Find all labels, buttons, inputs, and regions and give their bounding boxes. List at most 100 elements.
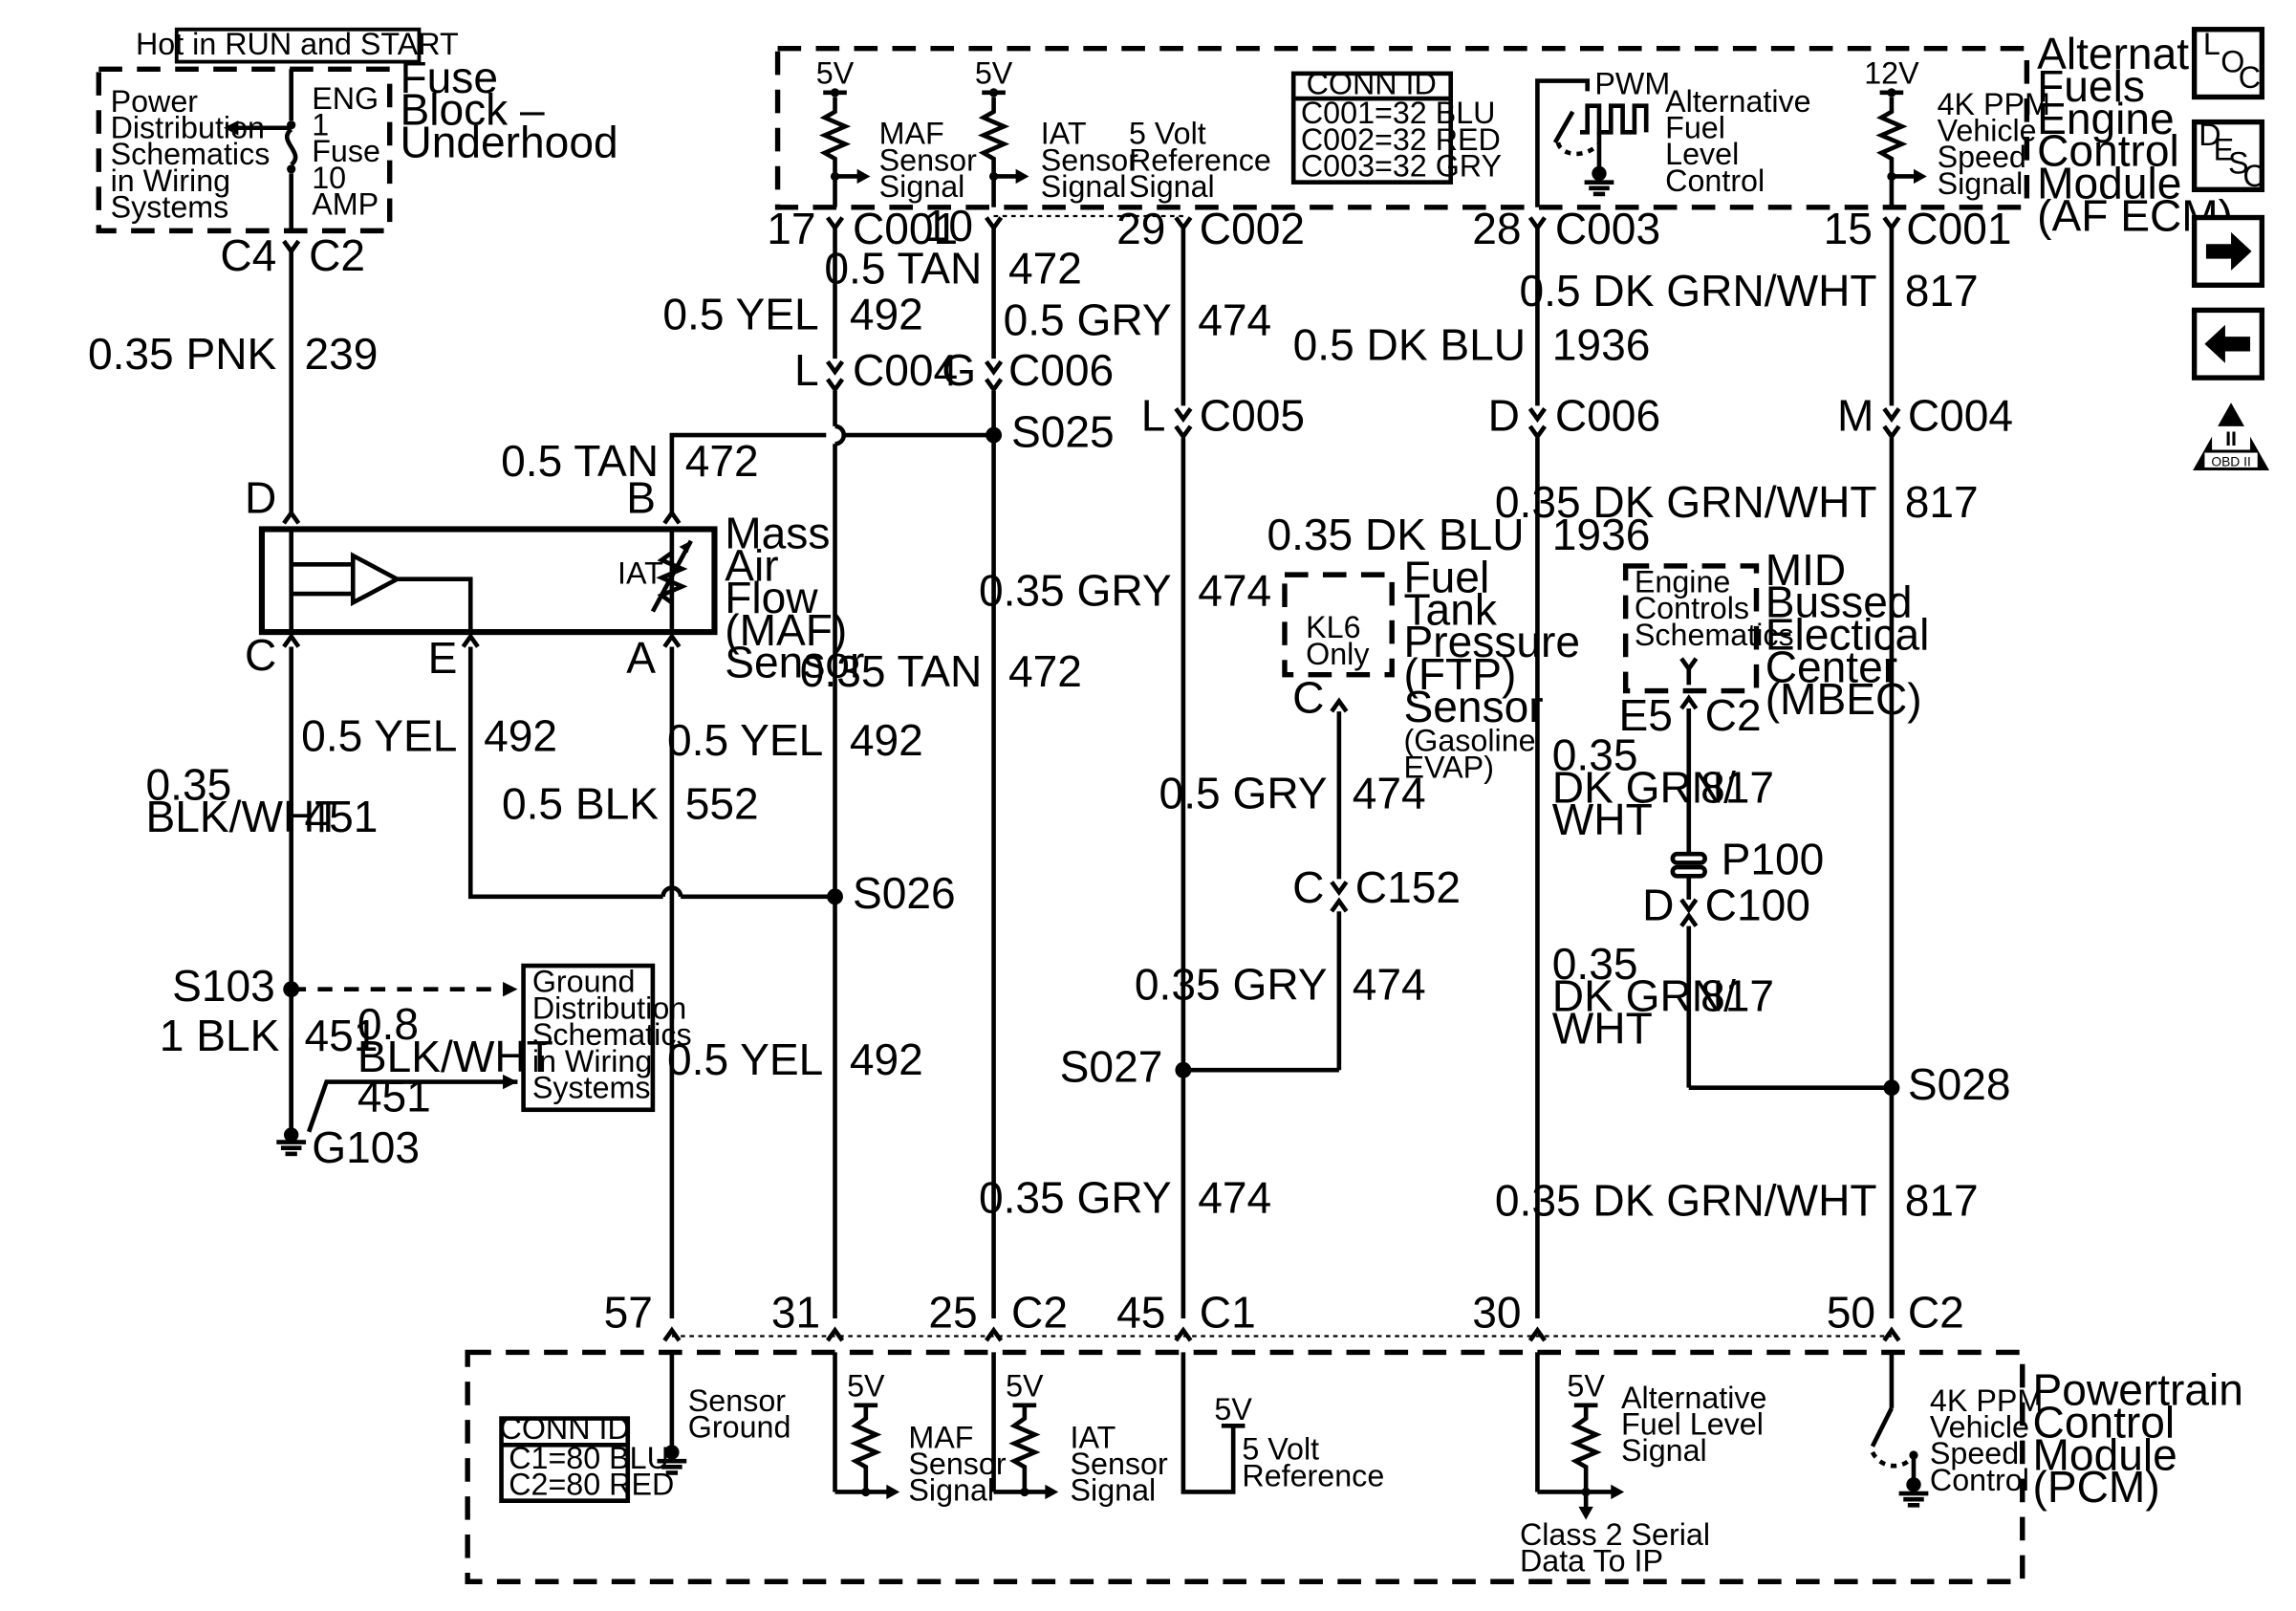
svg-text:C1=80 BLU: C1=80 BLU: [509, 1441, 669, 1475]
wire-yel-e-name: 0.5 YEL: [301, 711, 457, 761]
desc-icon: D: [2199, 118, 2220, 152]
af-ecm-module: Alternative Fuels Engine Control Module …: [767, 29, 2245, 253]
splice-dots: [283, 426, 1900, 1143]
svg-text:C006: C006: [1555, 390, 1660, 440]
wire-dkblu-mid-circuit: 1936: [1552, 510, 1651, 559]
pcm-conn-c2-b: C2: [1908, 1287, 1964, 1337]
svg-text:C004: C004: [1908, 390, 2013, 440]
ftp-sensor: KL6 Only C Fuel Tank Pressure (FTP) Sens…: [1282, 553, 1592, 784]
svg-text:M: M: [1837, 390, 1874, 440]
wire-yel-e-circuit: 492: [484, 711, 557, 761]
svg-text:G: G: [942, 345, 976, 395]
svg-text:C001=32 BLU: C001=32 BLU: [1301, 96, 1496, 130]
wire-yel-low-name: 0.5 YEL: [667, 1034, 823, 1084]
svg-text:A: A: [626, 633, 656, 683]
desc-button[interactable]: D E S C: [2191, 118, 2265, 193]
svg-text:5 Volt Reference: 5 Volt Reference: [1242, 1432, 1384, 1493]
power-distribution-ref: Power Distribution Schematics in Wiring …: [111, 84, 279, 225]
loc-button[interactable]: L O C: [2191, 27, 2265, 100]
splice-s027-dot: [1175, 1061, 1192, 1078]
pcm-pin-57: 57: [604, 1287, 653, 1337]
wire-blkwht-circuit: 451: [305, 792, 379, 841]
wire-blk1-name: 1 BLK: [160, 1011, 280, 1060]
mbec: Engine Controls Schematics MID Bussed El…: [1622, 545, 1929, 724]
wire-dkgrn-bot-name: 0.35 DK GRN/WHT: [1495, 1175, 1877, 1225]
ecm-pin-15: 15: [1824, 204, 1873, 253]
splice-s028-label: S028: [1908, 1059, 2011, 1109]
wire-yel-mid-name: 0.5 YEL: [667, 715, 823, 765]
pcm-5v-reference: 5V 5 Volt Reference: [1180, 1352, 1384, 1494]
svg-text:IAT Sensor Sig: IAT Sensor Signal: [1071, 1420, 1177, 1507]
pcm-pin-31: 31: [771, 1287, 820, 1337]
obd-ii-button[interactable]: II OBD II: [2193, 403, 2270, 470]
svg-text:E: E: [2214, 133, 2235, 167]
wire-gry-low-circuit: 474: [1353, 959, 1426, 1009]
wire-dkgrn-mid-name: 0.35 DK GRN/WHT: [1495, 477, 1877, 527]
svg-text:IAT: IAT: [617, 555, 663, 590]
ecm-maf-pullup: 5V MAF Sensor Signal: [816, 56, 977, 207]
splice-s028-dot: [1883, 1079, 1900, 1097]
pcm-module: Powertrain Control Module (PCM) 57 31 25…: [465, 1287, 2256, 1584]
splice-s027-label: S027: [1060, 1042, 1163, 1092]
ecm-conn-c001-a: C001: [853, 204, 958, 253]
svg-text:Class 2 Serial Data To: Class 2 Serial Data To IP: [1520, 1517, 1719, 1578]
svg-text:D: D: [1488, 390, 1520, 440]
wire-dkblu-top-circuit: 1936: [1552, 320, 1651, 370]
maf-sensor: D B C E A IAT Mass Air Flow (MAF) Sensor: [245, 473, 864, 687]
fuse-block-title: Fuse Block – Underhood: [400, 53, 617, 167]
svg-text:C004: C004: [853, 345, 958, 395]
pcm-pin-45: 45: [1116, 1287, 1165, 1337]
svg-text:D: D: [245, 473, 276, 523]
svg-text:P100: P100: [1722, 835, 1825, 884]
ecm-iat-signal-label: IAT Sensor Signal: [1041, 117, 1147, 204]
svg-text:C003=32 GRY: C003=32 GRY: [1301, 148, 1502, 183]
wire-gry-bot-circuit: 474: [1198, 1172, 1271, 1222]
svg-text:OBD II: OBD II: [2211, 453, 2251, 468]
wire-blk-circuit: 552: [685, 778, 759, 828]
next-page-button[interactable]: [2191, 214, 2265, 288]
ftp-sensor-title: Fuel Tank Pressure (FTP) Sensor: [1404, 553, 1592, 731]
wire-gry-mid-name: 0.35 GRY: [979, 565, 1172, 615]
svg-text:5V: 5V: [816, 56, 855, 91]
splice-s026-label: S026: [853, 868, 956, 918]
svg-text:12V: 12V: [1864, 56, 1919, 91]
wire-labels: 0.35 PNK 239 0.5 TAN 472 0.5 YEL 492 0.5…: [88, 244, 1979, 1226]
prev-page-button[interactable]: [2191, 307, 2265, 381]
splice-s103-dot: [283, 981, 300, 998]
svg-text:C: C: [245, 630, 276, 680]
wire-blkwht-name: 0.35 BLK/WHT: [145, 759, 341, 841]
svg-text:C: C: [1292, 673, 1324, 723]
wire-tan-top-name: 0.5 TAN: [824, 244, 982, 294]
wire-gry-mid-circuit: 474: [1198, 565, 1271, 615]
connector-labels: L C004 G C006 L C005 D C006 M C004 C C15…: [794, 345, 2013, 930]
loc-icon: L: [2203, 27, 2220, 61]
pcm-maf-pullup: 5V MAF Sensor Signal: [833, 1352, 1014, 1508]
splice-s103-label: S103: [172, 961, 275, 1011]
inline-connector-symbols: [825, 359, 1901, 927]
fuse-conn-left: C4: [220, 230, 276, 280]
pcm-pin-25: 25: [928, 1287, 977, 1337]
svg-text:CONN ID: CONN ID: [1307, 66, 1437, 100]
svg-text:Engine Controls Sc: Engine Controls Schematics: [1635, 565, 1794, 652]
svg-text:CONN ID: CONN ID: [500, 1411, 630, 1446]
wire-dkgrn-top-circuit: 817: [1905, 266, 1979, 316]
svg-text:L: L: [1141, 390, 1166, 440]
wire-dkgrn-mid-circuit: 817: [1905, 477, 1979, 527]
fuse-block: Hot in RUN and START Power Distribution …: [96, 27, 618, 280]
svg-text:C2=80 RED: C2=80 RED: [509, 1468, 674, 1502]
pcm-vss-driver: 4K PPM Vehicle Speed Control: [1870, 1352, 2051, 1508]
svg-text:MAF Sensor Sig: MAF Sensor Signal: [908, 1420, 1014, 1507]
svg-text:Alternative Fuel Level: Alternative Fuel Level Signal: [1621, 1381, 1775, 1468]
wire-dkgrn-c100-circuit: 817: [1700, 971, 1774, 1021]
ground-g103-dot: [284, 1127, 299, 1143]
ecm-pwm-driver: PWM Alternative Fuel Level Control: [1535, 66, 1811, 207]
svg-text:4K PPM Vehicle: 4K PPM Vehicle Speed Control: [1930, 1383, 2051, 1497]
splice-s025-dot: [986, 426, 1003, 444]
ecm-conn-c001-b: C001: [1906, 204, 2011, 253]
wire-yel-mid-circuit: 492: [850, 715, 923, 765]
wire-gry-top-circuit: 474: [1198, 295, 1271, 345]
wire-tan-top-circuit: 472: [1008, 244, 1082, 294]
pcm-title: Powertrain Control Module (PCM): [2033, 1365, 2256, 1512]
wire-blkwht08-name: 0.8 BLK/WHT: [357, 999, 553, 1081]
